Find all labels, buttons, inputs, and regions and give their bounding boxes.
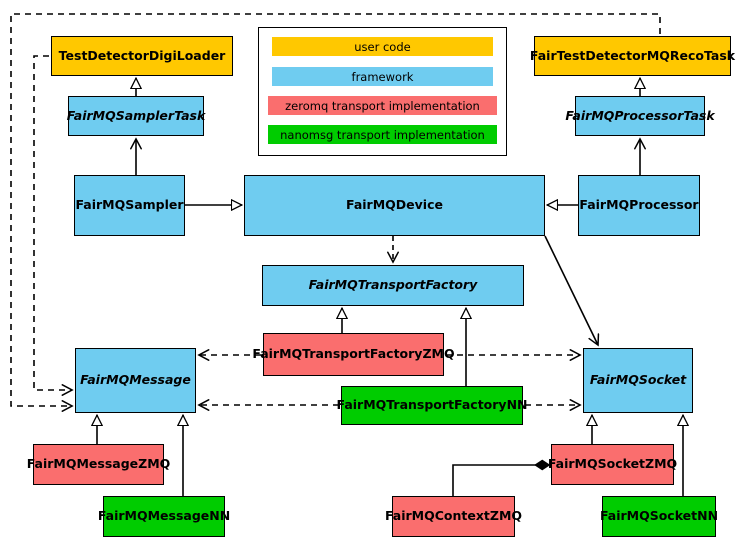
node-fair-mq-transport-factory-zmq[interactable]: FairMQTransportFactoryZMQ — [252, 333, 455, 376]
edge-socketzmq-composition-contextzmq — [452, 465, 549, 496]
node-fair-mq-message-zmq[interactable]: FairMQMessageZMQ — [27, 444, 170, 485]
node-fair-mq-transport-factory-nn[interactable]: FairMQTransportFactoryNN — [337, 386, 528, 425]
node-fair-mq-transport-factory[interactable]: FairMQTransportFactory — [262, 265, 524, 306]
legend-item-framework: framework — [272, 67, 493, 86]
node-fair-mq-context-zmq[interactable]: FairMQContextZMQ — [385, 496, 522, 537]
edge-device-to-socket — [544, 235, 598, 345]
node-fair-mq-processor-task[interactable]: FairMQProcessorTask — [565, 96, 715, 136]
legend-item-user-code: user code — [272, 37, 493, 56]
legend-item-zeromq: zeromq transport implementation — [268, 96, 497, 115]
node-fair-mq-device[interactable]: FairMQDevice — [244, 175, 545, 236]
node-fair-mq-socket[interactable]: FairMQSocket — [583, 348, 693, 413]
edge-digiloader-to-message — [33, 55, 72, 390]
legend-item-nanomsg: nanomsg transport implementation — [268, 125, 497, 144]
edge-recotask-to-message — [10, 13, 661, 406]
node-fair-mq-sampler-task[interactable]: FairMQSamplerTask — [67, 96, 205, 136]
node-fair-mq-socket-zmq[interactable]: FairMQSocketZMQ — [548, 444, 677, 485]
node-fair-mq-sampler[interactable]: FairMQSampler — [74, 175, 185, 236]
node-fair-mq-message-nn[interactable]: FairMQMessageNN — [98, 496, 230, 537]
node-fair-mq-processor[interactable]: FairMQProcessor — [578, 175, 700, 236]
node-test-detector-digi-loader[interactable]: TestDetectorDigiLoader — [51, 36, 233, 76]
node-fair-mq-message[interactable]: FairMQMessage — [75, 348, 196, 413]
node-fair-test-detector-mq-reco-task[interactable]: FairTestDetectorMQRecoTask — [530, 36, 735, 76]
node-fair-mq-socket-nn[interactable]: FairMQSocketNN — [600, 496, 718, 537]
